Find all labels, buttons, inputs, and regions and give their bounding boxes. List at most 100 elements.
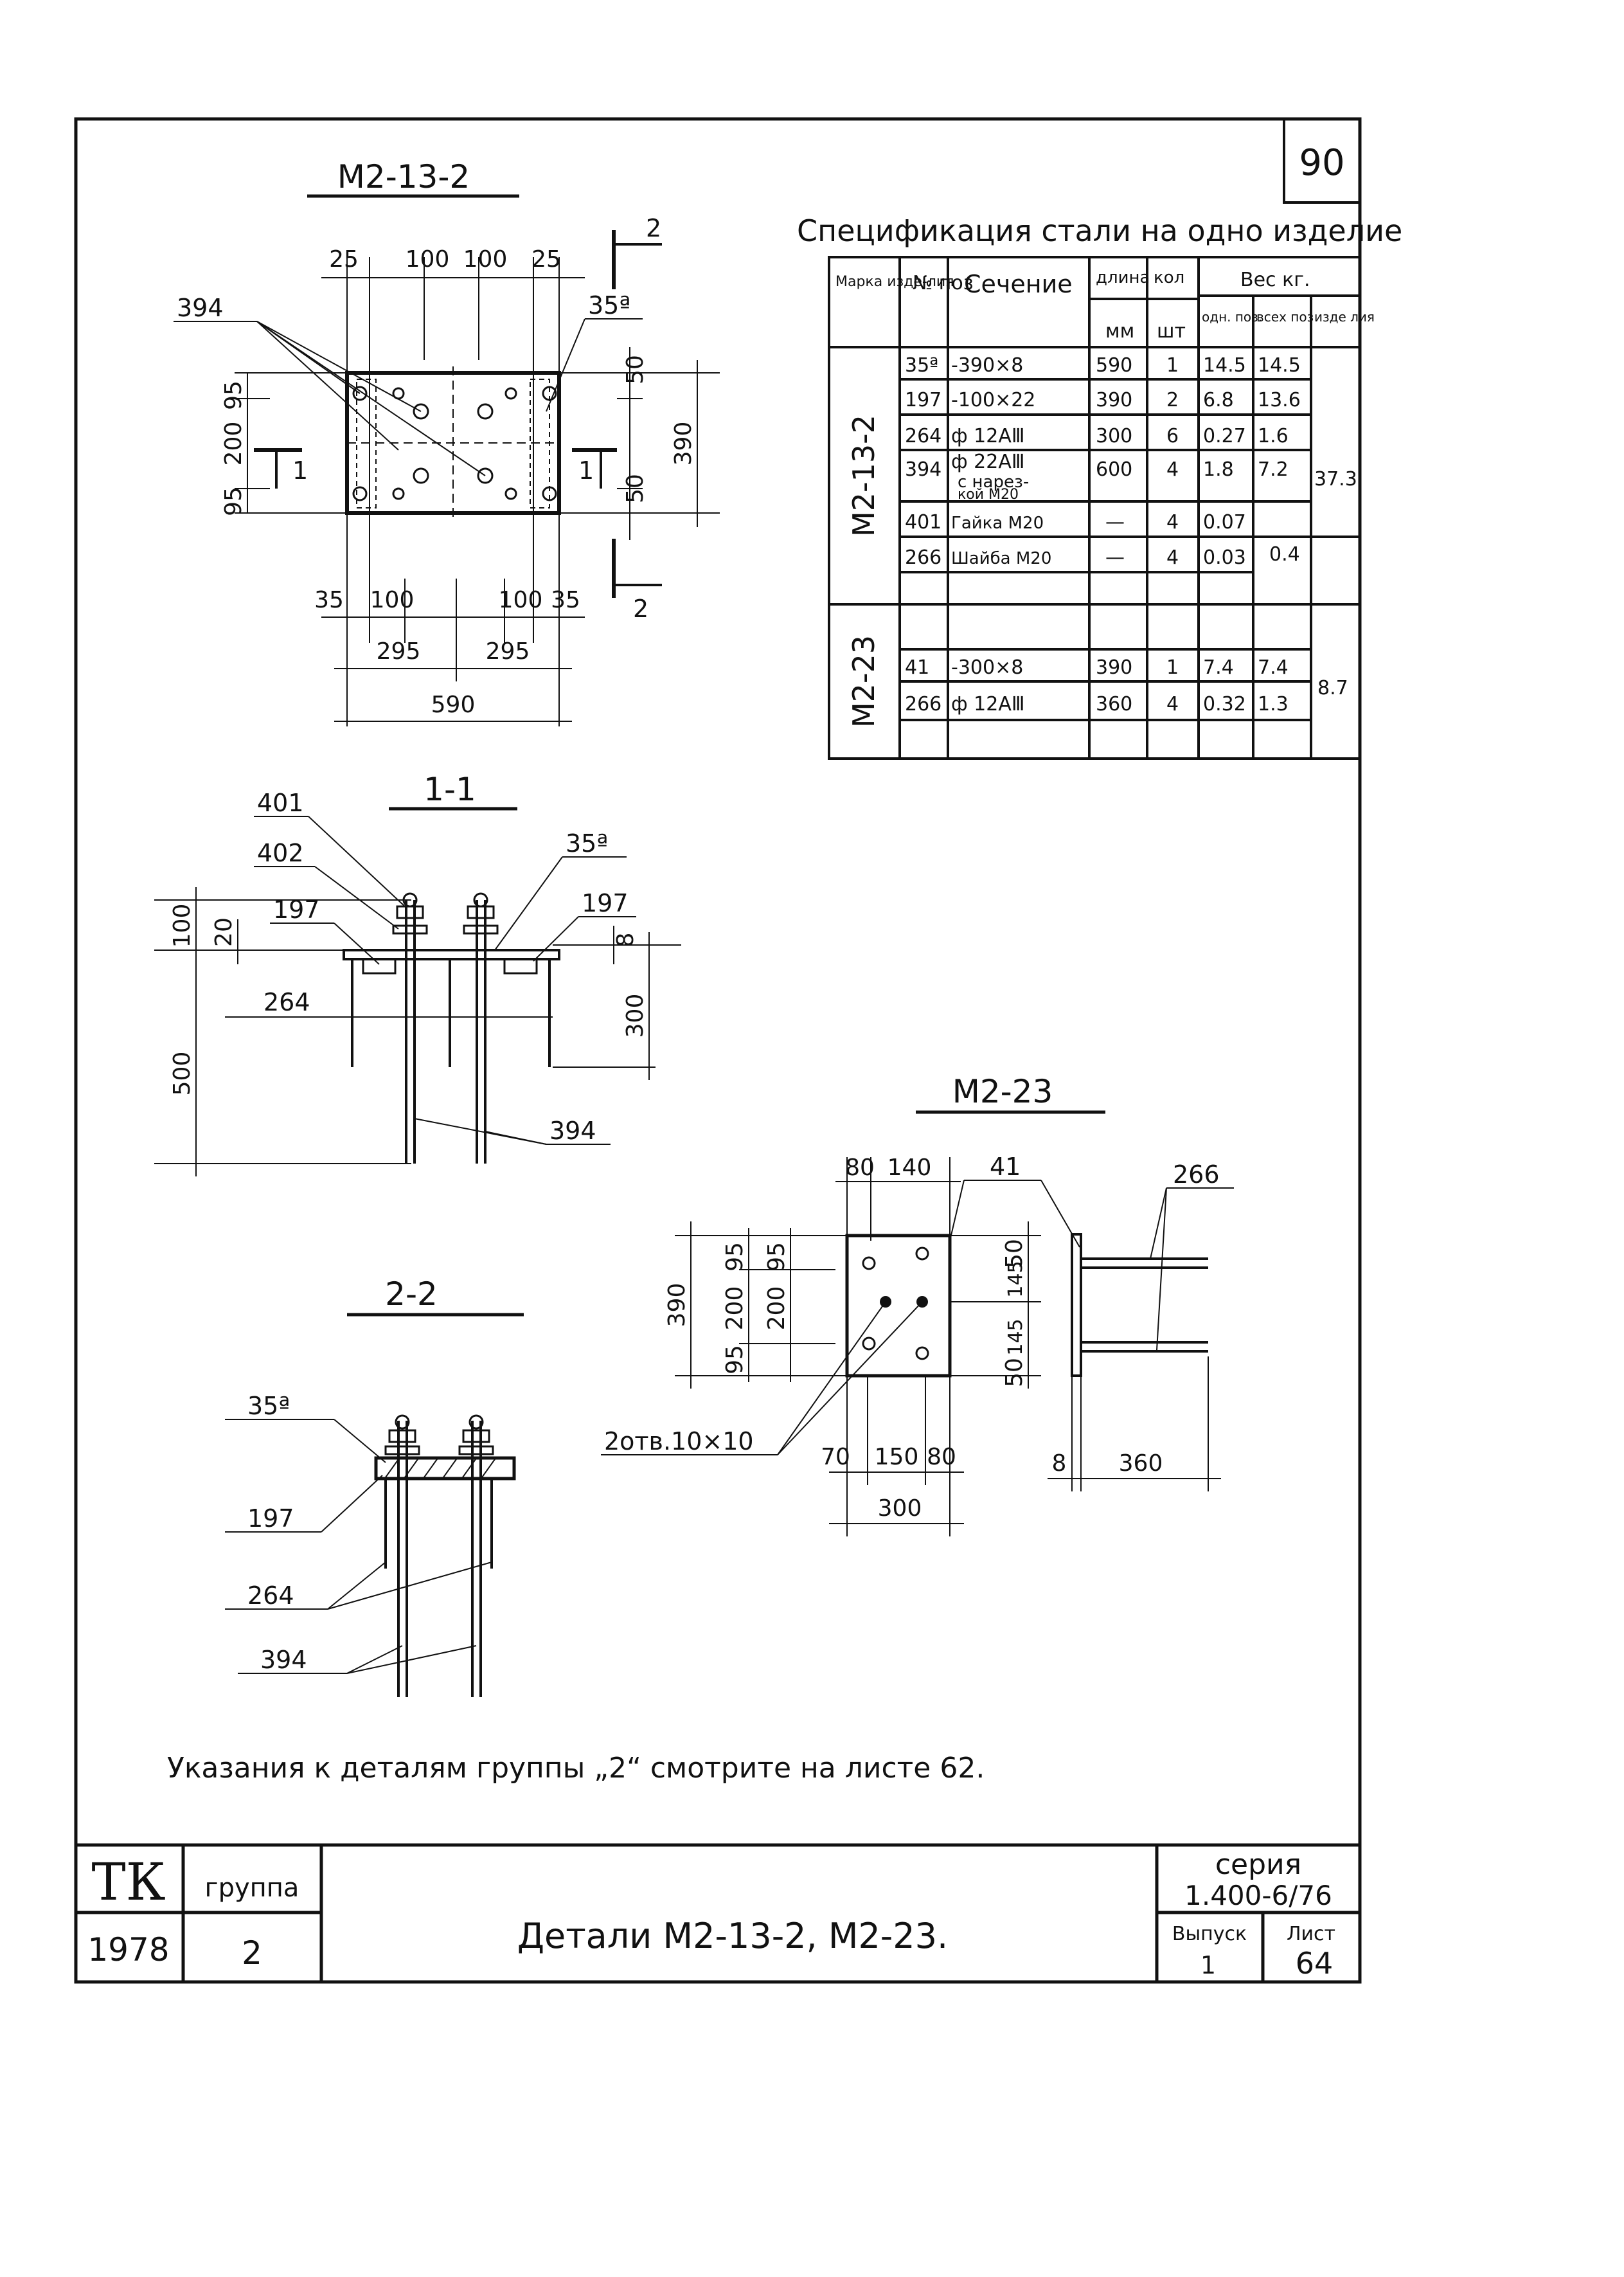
plan-callout-394: 394 — [177, 294, 224, 322]
spec-cell-section: ф 12АⅢ — [951, 693, 1025, 716]
spec-cell-length: 590 — [1096, 354, 1132, 377]
s11-leader-35a — [494, 856, 563, 951]
spec-cell-length: 390 — [1096, 656, 1132, 679]
plan-dim-left-1: 95 — [220, 381, 247, 410]
sheet-frame — [74, 117, 1362, 1984]
spec-cell-section: ф 12АⅢ — [951, 425, 1025, 447]
spec-cell-w-one: 0.03 — [1203, 546, 1246, 569]
s22-label-35a: 35ª — [247, 1392, 290, 1420]
title-block-year: 1978 — [87, 1931, 169, 1968]
s11-leader-197-right — [533, 916, 579, 962]
m223-plate-marks — [862, 1246, 929, 1360]
spec-cell-length: — — [1105, 546, 1125, 569]
spec-row: 394 ф 22АⅢ с нарез- кой М20 600 4 1.8 7.… — [905, 451, 1289, 503]
spec-group2-mark: M2-23 — [846, 635, 881, 728]
spec-cell-section-line2: с нарез- — [958, 473, 1029, 492]
s11-plate — [343, 949, 560, 960]
spec-cell-w-all: 7.2 — [1258, 458, 1289, 481]
s22-label-197: 197 — [247, 1504, 294, 1533]
spec-cell-length: 600 — [1096, 458, 1132, 481]
spec-cell-w-one: 0.32 — [1203, 693, 1246, 716]
m223-plate — [845, 1234, 952, 1378]
plan-callout-394-leaders — [174, 321, 486, 476]
m223-side-dim-8: 8 — [1052, 1450, 1067, 1477]
s11-leader-401 — [308, 816, 406, 907]
s22-plate-hatch — [385, 1459, 495, 1478]
plan-dim-top-3: 100 — [463, 246, 508, 273]
plan-dim-right-2: 390 — [670, 422, 697, 466]
sheet-number: 90 — [1299, 142, 1344, 184]
plan-dim-bottom1-4: 35 — [551, 587, 580, 613]
m223-title: M2-23 — [952, 1073, 1053, 1110]
plan-right-dim-lines — [559, 347, 720, 540]
spec-title: Спецификация стали на одно изделие — [797, 213, 1402, 248]
m223-dim-right-50a: 50 — [1001, 1239, 1028, 1268]
m223-side-dim-lines — [1048, 1356, 1221, 1491]
s22-plate — [374, 1456, 516, 1480]
spec-cell-pos: 266 — [905, 693, 941, 716]
spec-cell-w-all: 1.6 — [1258, 425, 1289, 447]
m223-dim-left-200: 200 — [722, 1286, 748, 1331]
section-mark-1-left-label: 1 — [292, 456, 308, 485]
title-block-tk: ТК — [91, 1852, 165, 1912]
section-mark-2-top-label: 2 — [646, 214, 661, 242]
m223-holes-leader-b — [777, 1301, 923, 1455]
m223-dim-bottom-150: 150 — [875, 1444, 919, 1470]
m223-dim-lines-left — [675, 1221, 847, 1389]
plan-dim-bottom1-2: 100 — [370, 587, 415, 613]
spec-h-length: длина — [1096, 268, 1150, 287]
s11-label-197-right: 197 — [582, 889, 629, 917]
spec-row: 41 -300×8 390 1 7.4 7.4 — [905, 656, 1289, 679]
spec-cell-length: — — [1105, 511, 1125, 534]
title-block-group-label: группа — [205, 1873, 299, 1903]
plan-dim-top-1: 25 — [329, 246, 359, 273]
spec-cell-section-line3: кой М20 — [958, 487, 1019, 503]
plan-dim-left-2: 200 — [220, 422, 247, 466]
spec-h-w-item: изде лия — [1314, 309, 1375, 325]
plan-dim-bottom-total: 590 — [431, 692, 476, 718]
m223-holes-leader-a — [777, 1301, 886, 1455]
spec-h-qty-unit: шт — [1157, 320, 1186, 343]
plan-dim-bottom1-3: 100 — [499, 587, 543, 613]
s11-flat-left — [362, 958, 397, 975]
section-mark-1-right-label: 1 — [578, 456, 594, 485]
spec-row: 266 Шайба М20 — 4 0.03 — [905, 546, 1246, 569]
spec-cell-pos: 401 — [905, 511, 941, 534]
spec-table: Спецификация стали на одно изделие — [797, 213, 1402, 760]
spec-item-weight-2: 8.7 — [1317, 677, 1348, 699]
s11-anchor-bolts — [405, 900, 486, 1164]
m223-leader-41-b — [1040, 1180, 1080, 1248]
s11-dim-100: 100 — [169, 904, 195, 948]
spec-cell-qty: 4 — [1166, 458, 1179, 481]
s11-nuts — [392, 892, 499, 935]
spec-h-w-all: всех поз — [1256, 309, 1314, 325]
drawing-note: Указания к деталям группы „2“ смотрите н… — [167, 1752, 985, 1785]
s11-dim-lines — [154, 887, 681, 1176]
s11-leader-402 — [314, 866, 399, 930]
title-block-sheet-label: Лист — [1287, 1923, 1335, 1945]
s11-dim-500: 500 — [169, 1052, 195, 1096]
spec-cell-pos: 266 — [905, 546, 941, 569]
spec-cell-w-all: 13.6 — [1258, 389, 1301, 411]
section-1-1: 1-1 401 402 35ª 197 — [154, 771, 681, 1176]
m223-side-plate — [1071, 1233, 1082, 1377]
title-block-issue-value: 1 — [1200, 1951, 1216, 1979]
m223-dim-bottom-80: 80 — [927, 1444, 956, 1470]
spec-cell-qty: 4 — [1166, 511, 1179, 534]
spec-cell-w-all: 0.4 — [1269, 543, 1300, 566]
plan-dim-right-1: 50 — [622, 355, 648, 384]
spec-cell-qty: 1 — [1166, 354, 1179, 377]
spec-cell-pos: 394 — [905, 458, 941, 481]
s22-leader-394-a — [346, 1645, 403, 1674]
m223-dim-left-95b: 95 — [722, 1345, 748, 1374]
s11-flat-right — [503, 958, 538, 975]
plan-bolts — [352, 386, 557, 501]
plan-dim-bottom2-2: 295 — [486, 638, 530, 665]
spec-cell-pos: 264 — [905, 425, 941, 447]
title-block-series-label: серия — [1215, 1848, 1301, 1881]
section-2-2: 2-2 35ª 197 264 394 — [225, 1275, 524, 1697]
plan-flat-right — [530, 379, 550, 509]
m223-dim-right-145b: 145 — [1004, 1318, 1027, 1355]
spec-row: 197 -100×22 390 2 6.8 13.6 — [905, 389, 1301, 411]
s11-label-394: 394 — [549, 1117, 596, 1145]
